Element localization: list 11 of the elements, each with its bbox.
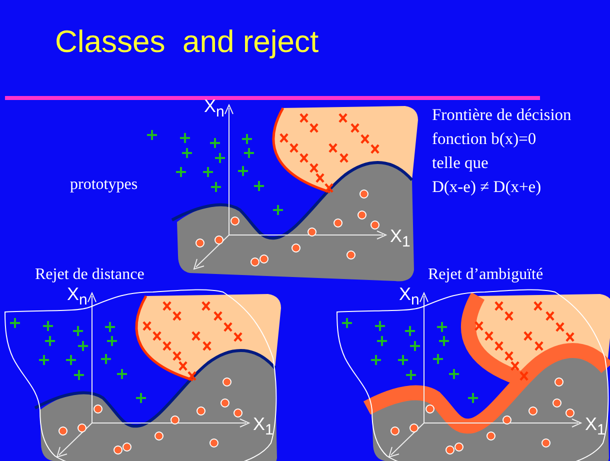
boundary-description: Frontière de décision fonction b(x)=0 telle que D(x-e) ≠ D(x+e) — [432, 104, 572, 198]
axis-label: X$_{1}$ — [390, 226, 410, 251]
panel-heading: Rejet d’ambiguïté — [428, 266, 544, 284]
axis-label: X$_{1}$ — [253, 414, 274, 439]
slide-title: Classes and reject — [55, 24, 319, 60]
label-text: prototypes — [70, 176, 138, 194]
panel-heading: Rejet de distance — [35, 266, 144, 284]
axis-label: X$_{1}$ — [585, 414, 606, 439]
axis-label: X$_{n}$ — [67, 284, 88, 309]
axis-label: X$_{n}$ — [204, 96, 224, 121]
axis-label: X$_{n}$ — [399, 284, 420, 309]
